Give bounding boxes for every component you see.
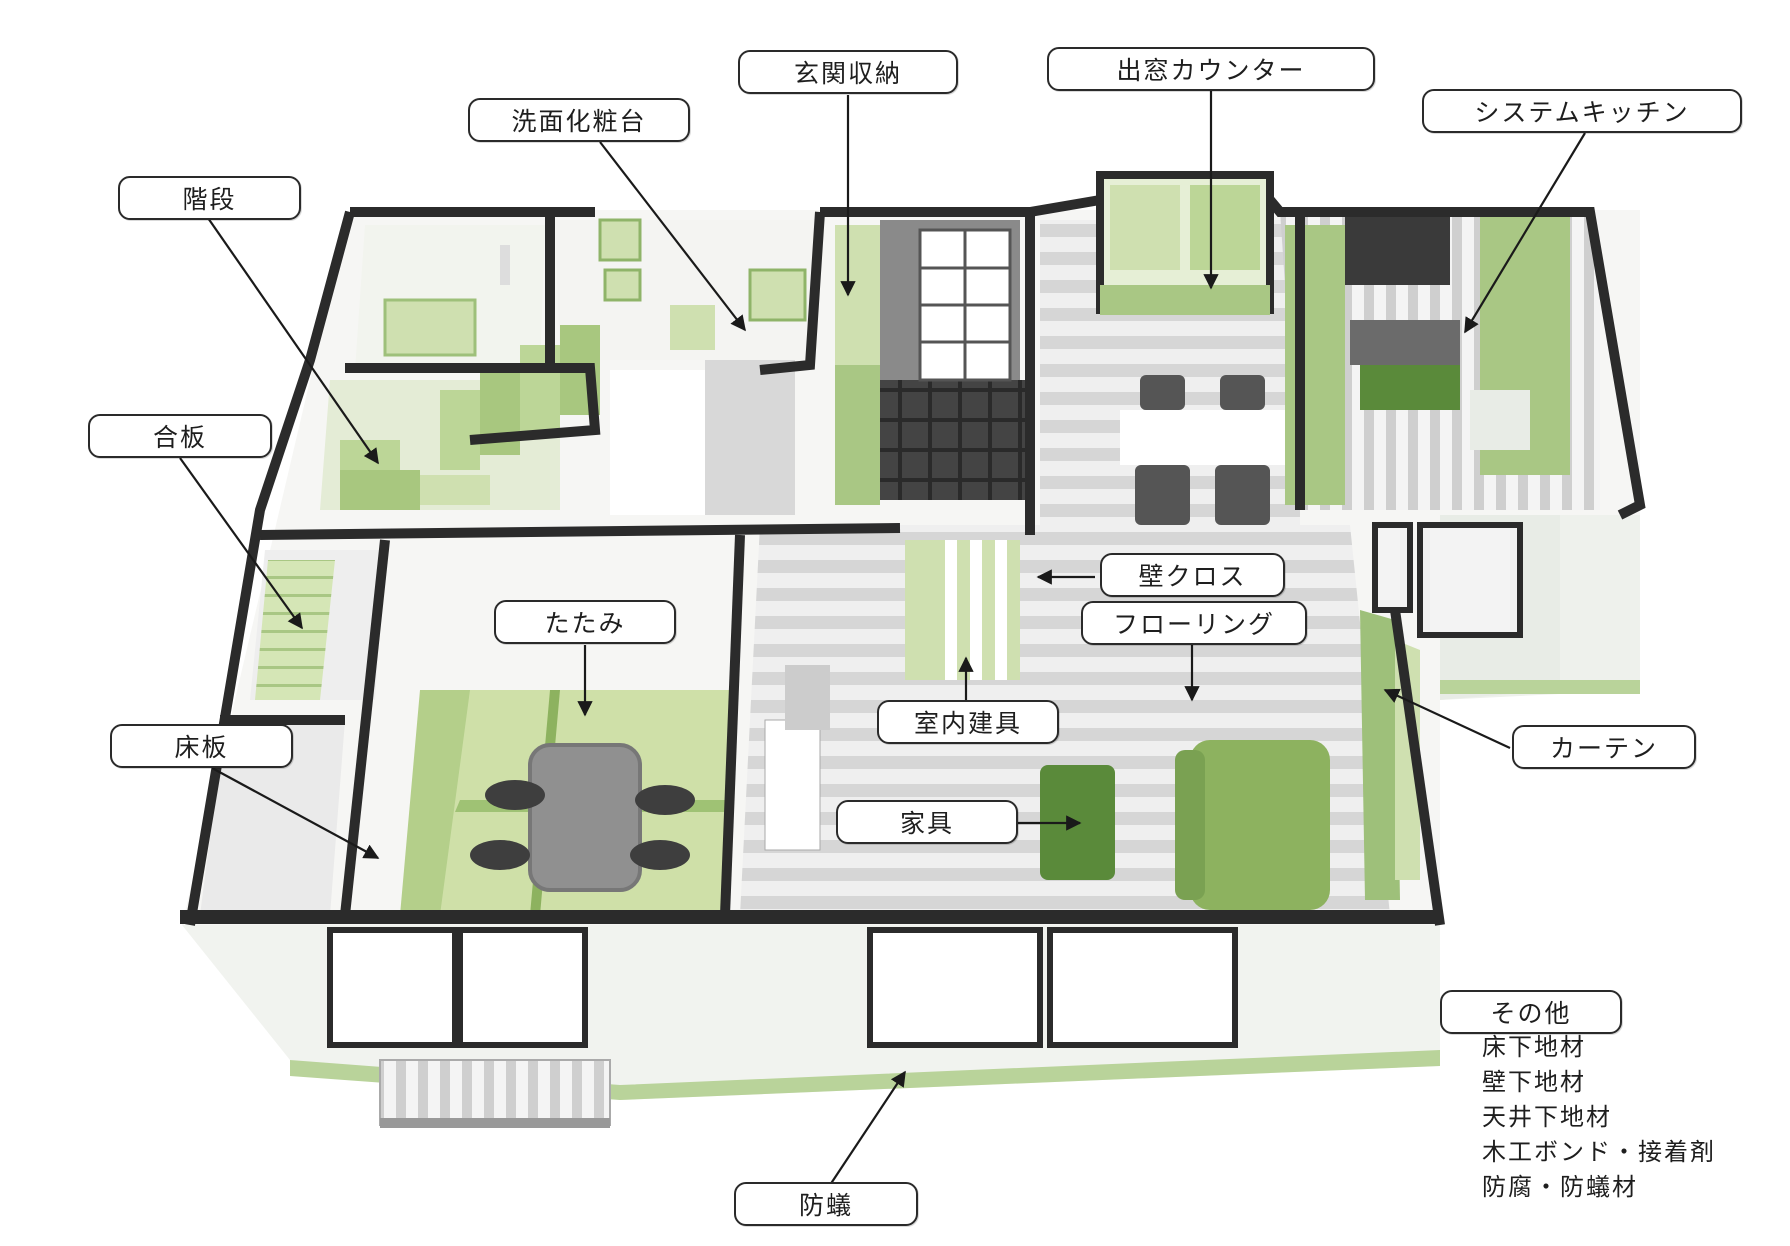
other-item: 壁下地材 (1482, 1068, 1586, 1096)
leader-lines (179, 85, 1586, 1186)
label-kaidan: 階段 (118, 176, 301, 220)
label-kabe-cross: 壁クロス (1100, 553, 1285, 597)
label-kagu: 家具 (836, 800, 1018, 844)
label-genkan-shuno: 玄関収納 (738, 50, 958, 94)
label-boui: 防蟻 (734, 1182, 918, 1226)
other-materials-list: 床下地材 壁下地材 天井下地材 木工ボンド・接着剤 防腐・防蟻材 (1482, 1030, 1716, 1205)
label-shitsunai-tategu: 室内建具 (877, 700, 1059, 744)
front-wall (180, 522, 1523, 1128)
label-flooring: フローリング (1081, 601, 1307, 645)
label-tatami: たたみ (494, 600, 676, 644)
interior-features (383, 171, 1570, 910)
walls (185, 195, 1646, 926)
other-item: 天井下地材 (1482, 1103, 1612, 1131)
other-item: 床下地材 (1482, 1033, 1586, 1061)
label-demado-counter: 出窓カウンター (1047, 47, 1375, 91)
label-senmen-keshodai: 洗面化粧台 (468, 98, 690, 142)
label-goban: 合板 (88, 414, 272, 458)
label-system-kitchen: システムキッチン (1422, 89, 1742, 133)
other-item: 木工ボンド・接着剤 (1482, 1138, 1716, 1166)
other-materials-title: その他 (1440, 990, 1622, 1034)
other-item: 防腐・防蟻材 (1482, 1173, 1638, 1201)
label-yukaita: 床板 (110, 724, 293, 768)
label-curtain: カーテン (1512, 725, 1696, 769)
